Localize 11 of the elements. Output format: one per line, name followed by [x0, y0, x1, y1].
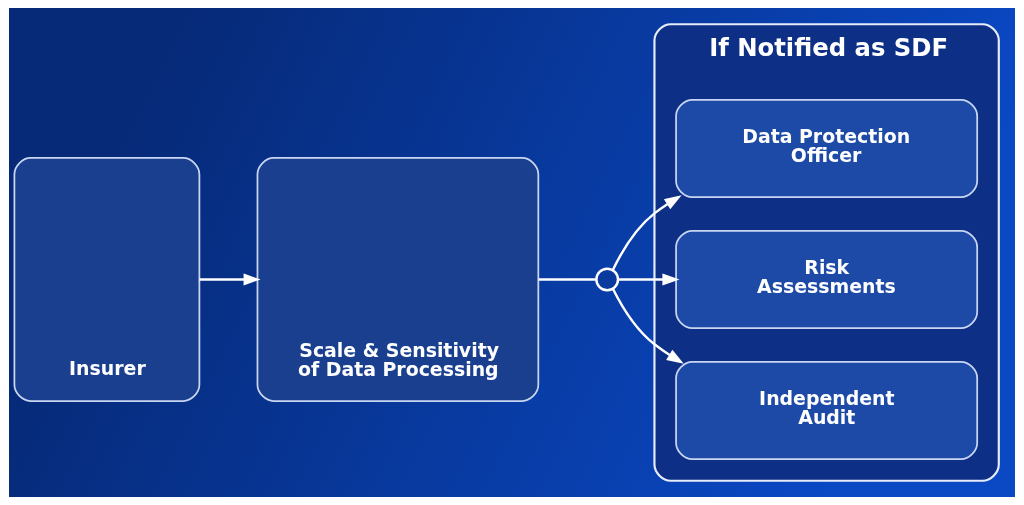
arrow [618, 273, 680, 286]
node-box: Insurer [13, 157, 201, 402]
arrow [611, 195, 682, 271]
node-box: Data Protection Officer [675, 99, 979, 198]
node-box: Risk Assessments [675, 230, 979, 329]
node-circle [595, 267, 620, 292]
node-box: Scale & Sensitivity of Data Processing [256, 157, 540, 402]
arrow [611, 288, 684, 364]
connector [538, 278, 597, 281]
arrow [199, 273, 261, 286]
node-box: Independent Audit [675, 361, 979, 460]
